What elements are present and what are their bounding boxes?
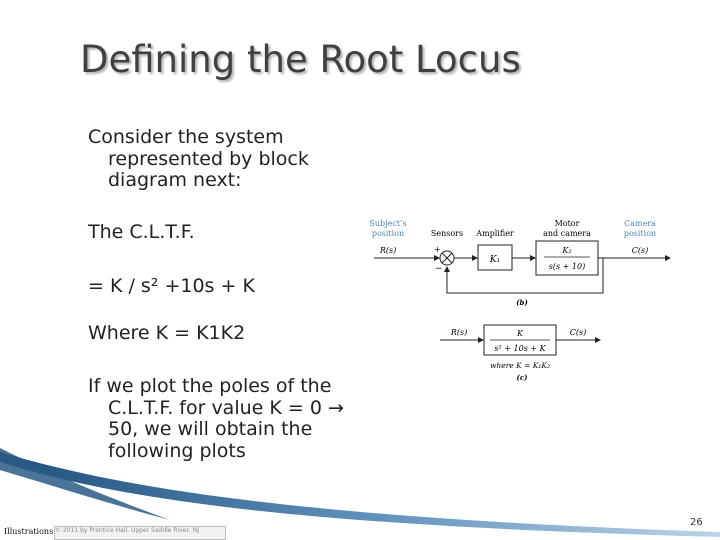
decorative-swoosh <box>0 452 720 537</box>
plant-numerator: K₂ <box>561 246 571 255</box>
bottom-decoration <box>0 448 720 540</box>
paragraph-where-k: Where K = K1K2 <box>88 322 246 344</box>
footer-illustrations: Illustrations <box>4 527 54 536</box>
label-c: (c) <box>517 373 528 382</box>
text-line: Consider the system <box>88 126 284 148</box>
label-output-cs: C(s) <box>632 246 648 255</box>
label-minus: − <box>435 264 443 274</box>
paragraph-consider-system: Consider the system represented by block… <box>88 126 309 192</box>
label-subjects-position: Subject’s <box>369 219 406 228</box>
copyright-notice: © 2011 by Prentice Hall, Upper Saddle Ri… <box>54 526 226 540</box>
label-input-rs: R(s) <box>450 328 467 337</box>
paragraph-transfer-function: = K / s² +10s + K <box>88 275 255 297</box>
label-motor: Motor <box>555 219 580 228</box>
label-b: (b) <box>516 298 528 307</box>
label-camera-position: Camera <box>624 219 656 228</box>
label-motor: and camera <box>543 229 591 238</box>
closed-loop-denominator: s² + 10s + K <box>494 344 546 353</box>
text-line: following plots <box>108 439 246 462</box>
text-line: If we plot the poles of the <box>88 375 332 397</box>
paragraph-cltf: The C.L.T.F. <box>88 221 195 243</box>
closed-loop-numerator: K <box>516 329 524 338</box>
decorative-swoosh <box>0 462 720 540</box>
slide-title: Defining the Root Locus <box>80 38 521 81</box>
block-diagram: Subject’s position Sensors Amplifier Mot… <box>369 219 671 382</box>
summing-cross <box>441 252 453 264</box>
plant-denominator: s(s + 10) <box>549 262 585 271</box>
plant-block <box>535 240 599 276</box>
text-line: represented by block <box>108 147 309 170</box>
text-line: C.L.T.F. for value K = 0 → <box>108 396 344 419</box>
label-output-cs: C(s) <box>570 328 586 337</box>
label-plus: + <box>434 245 441 254</box>
text-line: diagram next: <box>108 169 242 191</box>
amplifier-block <box>477 244 513 271</box>
label-subjects-position: position <box>372 229 404 238</box>
amplifier-gain: K₁ <box>489 255 500 265</box>
label-input-rs: R(s) <box>379 246 396 255</box>
text-line: 50, we will obtain the <box>108 418 313 440</box>
label-sensors: Sensors <box>431 229 463 238</box>
feedback-path <box>444 258 604 294</box>
paragraph-plot-poles: If we plot the poles of the C.L.T.F. for… <box>88 375 344 462</box>
label-amplifier: Amplifier <box>475 229 514 238</box>
label-where-k: where K = K₁K₂ <box>490 361 550 370</box>
page-number: 26 <box>690 517 703 528</box>
label-camera-position: position <box>624 229 656 238</box>
